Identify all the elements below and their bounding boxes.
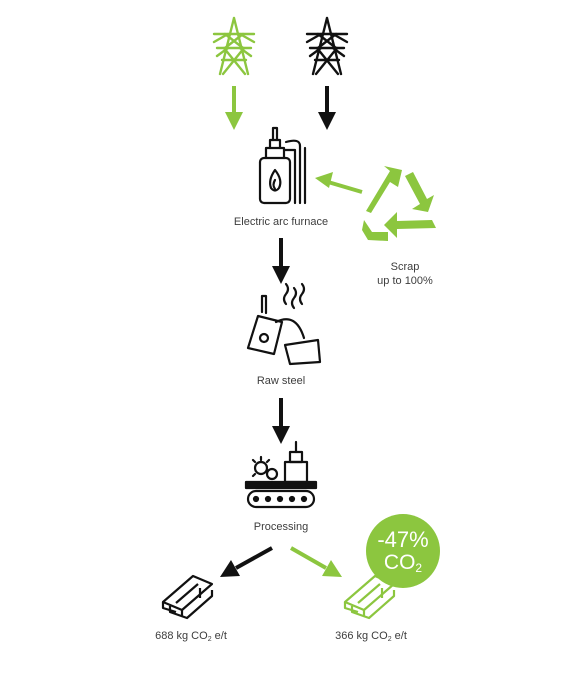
- transmission-tower-icon: [212, 16, 256, 76]
- co2-reduction-badge: -47% CO2: [366, 514, 440, 588]
- processing-label: Processing: [253, 521, 309, 533]
- co2-label: CO2: [383, 550, 423, 575]
- output-green-label: 366 kg CO2 e/t: [335, 630, 407, 643]
- electric-arc-furnace-icon: [258, 126, 307, 205]
- recycle-icon: [362, 166, 436, 241]
- arrow-black-power-down: [318, 86, 336, 130]
- output-conventional-label: 688 kg CO2 e/t: [155, 630, 227, 643]
- arrow-green-power-down: [225, 86, 243, 130]
- transmission-tower-icon: [305, 16, 349, 76]
- arrow-processing-to-green: [290, 546, 342, 577]
- scrap-label-line1: Scrap: [390, 261, 420, 273]
- arrow-raw-steel-to-processing: [272, 398, 290, 444]
- steel-beam-icon: [343, 574, 396, 620]
- furnace-label: Electric arc furnace: [233, 216, 329, 228]
- arrow-processing-to-conventional: [220, 546, 273, 577]
- arrow-scrap-to-furnace: [315, 172, 363, 194]
- scrap-label-line2: up to 100%: [377, 275, 433, 287]
- scrap-label: Scrap up to 100%: [370, 260, 440, 288]
- raw-steel-label: Raw steel: [256, 375, 306, 387]
- conveyor-processing-icon: [244, 440, 318, 509]
- co2-reduction-percent: -47%: [377, 526, 429, 552]
- ladle-pouring-icon: [246, 282, 322, 366]
- steel-beam-icon: [161, 574, 214, 620]
- arrow-furnace-to-raw-steel: [272, 238, 290, 284]
